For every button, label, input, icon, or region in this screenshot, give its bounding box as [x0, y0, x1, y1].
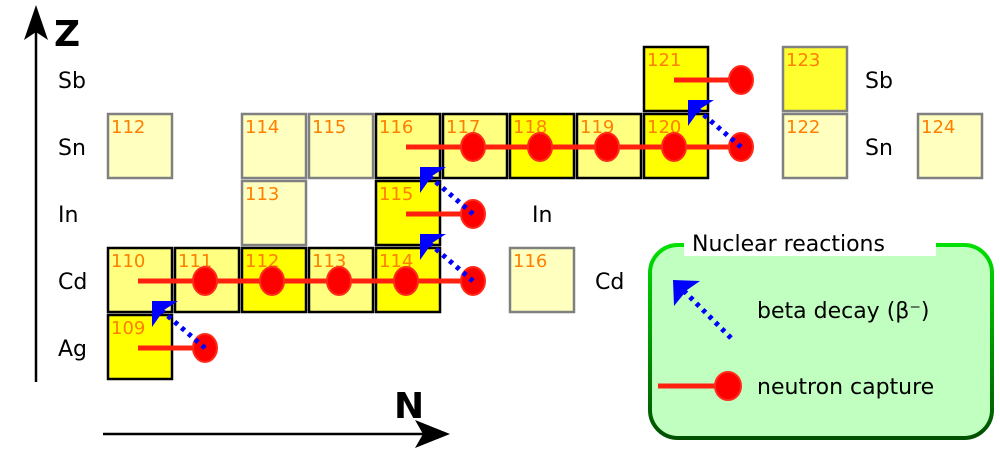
isotope-mass-number: 109 — [111, 318, 145, 339]
z-axis: Z — [24, 5, 80, 382]
element-label-sn: Sn — [865, 136, 893, 161]
neutron-capture-path — [674, 65, 754, 95]
beta-decay-line — [428, 242, 475, 283]
legend-label-beta-decay: beta decay (β⁻) — [757, 299, 930, 324]
beta-decay-arrowhead — [688, 100, 714, 126]
beta-decay-arrow-icon — [420, 167, 475, 216]
isotope-box — [781, 112, 849, 180]
element-label-in: In — [58, 203, 78, 228]
legend-item-beta-decay: beta decay (β⁻) — [673, 280, 930, 340]
neutron-capture-dot — [661, 132, 687, 162]
element-label-cd: Cd — [595, 270, 624, 295]
element-label-ag: Ag — [58, 337, 87, 362]
isotope-cell-in-113: 113 — [240, 179, 308, 247]
isotope-mass-number: 123 — [786, 50, 820, 71]
isotope-mass-number: 116 — [513, 251, 547, 272]
isotope-cell-sn-115: 115 — [307, 112, 375, 180]
legend: Nuclear reactions beta decay (β⁻) neutro… — [648, 232, 994, 440]
beta-decay-arrow-icon — [673, 280, 733, 340]
isotope-cell-sn-124: 124 — [916, 112, 984, 180]
beta-decay-line — [428, 175, 475, 216]
z-axis-arrowhead-icon — [24, 5, 48, 40]
isotope-cell-sn-112: 112 — [106, 112, 174, 180]
isotope-cell-sn-114: 114 — [240, 112, 308, 180]
isotope-box — [307, 112, 375, 180]
isotope-mass-number: 116 — [379, 117, 413, 138]
element-label-cd: Cd — [58, 270, 87, 295]
beta-decay-arrow-icon — [152, 301, 207, 350]
element-label-sb: Sb — [58, 69, 86, 94]
isotope-mass-number: 114 — [245, 117, 279, 138]
element-label-sb: Sb — [865, 69, 893, 94]
n-axis-arrowhead-icon — [415, 420, 450, 448]
n-axis: N — [103, 386, 450, 448]
beta-decay-arrowhead — [420, 167, 446, 193]
isotope-box — [916, 112, 984, 180]
neutron-capture-dot — [594, 132, 620, 162]
isotope-mass-number: 121 — [647, 50, 681, 71]
isotope-box — [781, 45, 849, 113]
isotope-mass-number: 124 — [921, 117, 955, 138]
element-label-sn: Sn — [58, 136, 86, 161]
neutron-capture-dot — [326, 266, 352, 296]
neutron-capture-icon — [658, 371, 742, 401]
isotope-mass-number: 122 — [786, 117, 820, 138]
isotope-mass-number: 112 — [111, 117, 145, 138]
legend-box — [648, 243, 994, 440]
neutron-capture-dot — [460, 132, 486, 162]
isotope-cell-sn-122: 122 — [781, 112, 849, 180]
beta-decay-arrow-icon — [420, 234, 475, 283]
isotope-mass-number: 113 — [245, 184, 279, 205]
neutron-capture-dot — [527, 132, 553, 162]
isotope-box — [240, 112, 308, 180]
neutron-capture-dot — [259, 266, 285, 296]
legend-item-neutron-capture: neutron capture — [658, 371, 934, 401]
legend-title: Nuclear reactions — [692, 232, 885, 257]
beta-decay-arrow-icon — [688, 100, 743, 149]
isotope-mass-number: 115 — [312, 117, 346, 138]
isotope-mass-number: 110 — [111, 251, 145, 272]
neutron-capture-path — [138, 266, 486, 296]
legend-label-neutron-capture: neutron capture — [757, 375, 934, 400]
neutron-capture-path — [406, 132, 754, 162]
isotope-box — [240, 179, 308, 247]
isotope-box — [106, 112, 174, 180]
neutron-capture-dot — [192, 266, 218, 296]
beta-decay-paths — [152, 100, 743, 350]
isotope-box — [508, 246, 576, 314]
legend-title-background — [684, 232, 936, 256]
isotope-cell-cd-116: 116 — [508, 246, 576, 314]
beta-decay-line — [696, 108, 743, 149]
neutron-capture-dot — [393, 266, 419, 296]
z-axis-label: Z — [54, 14, 80, 55]
beta-decay-arrowhead — [420, 234, 446, 260]
n-axis-label: N — [394, 386, 424, 427]
beta-decay-arrowhead — [152, 301, 178, 327]
isotope-mass-number: 115 — [379, 184, 413, 205]
neutron-capture-dot — [728, 65, 754, 95]
beta-decay-line — [160, 309, 207, 350]
isotope-cell-sb-123: 123 — [781, 45, 849, 113]
element-label-in: In — [532, 203, 552, 228]
